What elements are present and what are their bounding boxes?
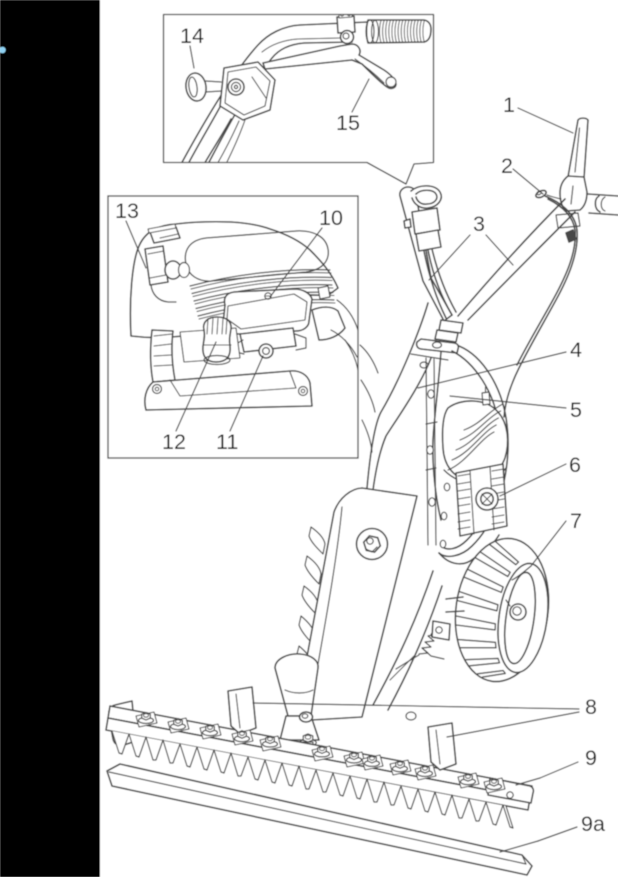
- svg-text:15: 15: [336, 111, 360, 135]
- svg-text:5: 5: [570, 398, 582, 422]
- svg-text:2: 2: [501, 154, 513, 178]
- svg-text:3: 3: [473, 212, 485, 236]
- svg-text:12: 12: [162, 430, 186, 454]
- svg-text:1: 1: [503, 93, 515, 117]
- svg-text:6: 6: [569, 453, 581, 477]
- svg-text:8: 8: [585, 695, 597, 719]
- svg-text:11: 11: [216, 430, 238, 454]
- svg-text:7: 7: [570, 509, 582, 533]
- svg-text:14: 14: [180, 24, 204, 48]
- svg-text:9a: 9a: [581, 812, 605, 836]
- svg-text:9: 9: [585, 746, 597, 770]
- svg-text:4: 4: [570, 338, 582, 362]
- svg-text:10: 10: [319, 206, 343, 230]
- svg-text:13: 13: [115, 199, 139, 223]
